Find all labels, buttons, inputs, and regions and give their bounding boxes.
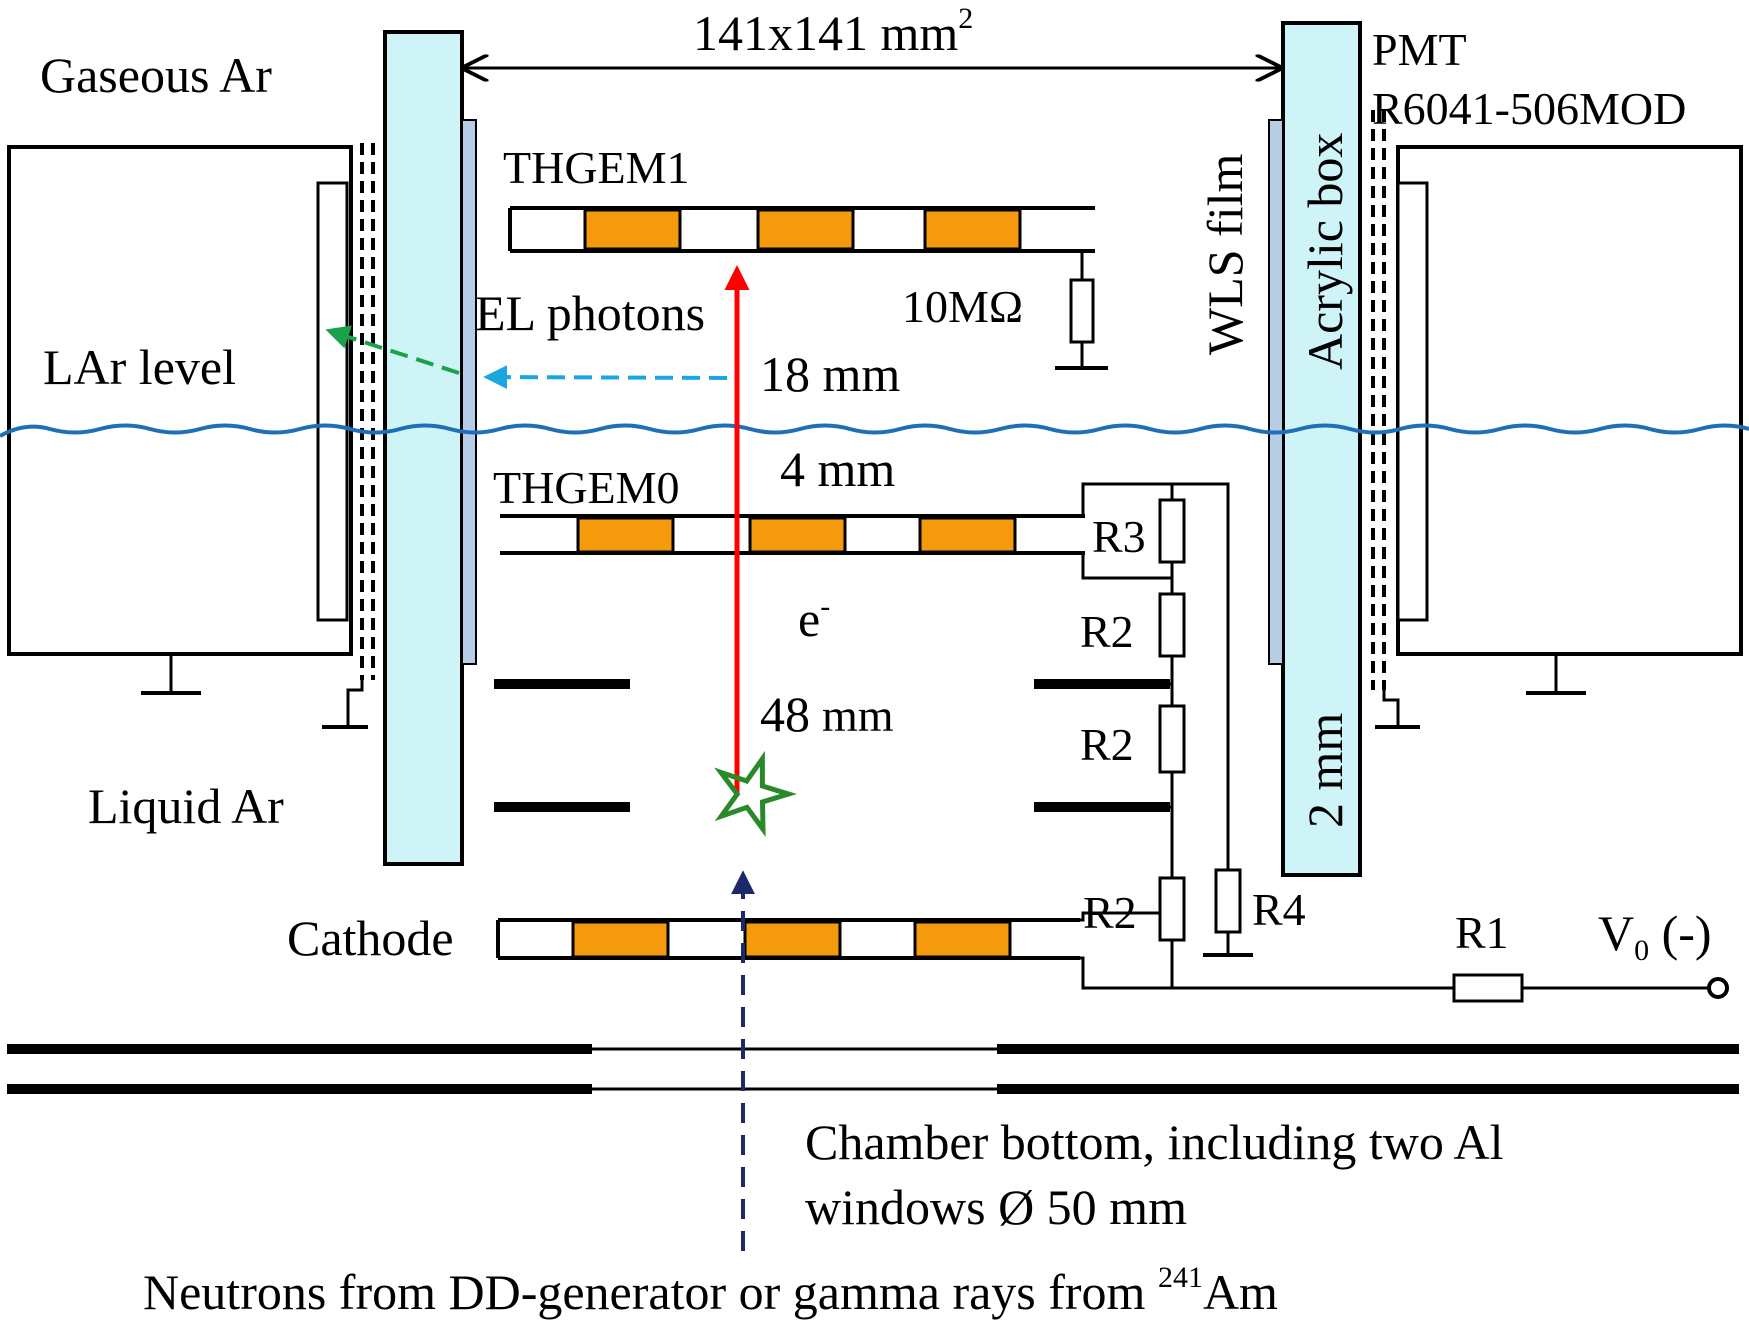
cathode-electrode [913, 920, 1012, 959]
label-thgem1: THGEM1 [503, 142, 690, 193]
label-lar-level: LAr level [43, 339, 236, 395]
label-r1: R1 [1455, 907, 1509, 958]
label-gap-18mm: 18 mm [760, 346, 900, 402]
resistor-r2-mid [1158, 704, 1186, 774]
right-grid-ground [1382, 690, 1400, 727]
left-pmt-body [7, 145, 353, 656]
wls-photon-arrow [325, 325, 460, 375]
cathode [496, 918, 1080, 960]
label-pmt-model: R6041-506MOD [1372, 83, 1686, 134]
resistor-r2-bottom [1158, 876, 1186, 942]
left-acrylic-wall [383, 30, 464, 866]
v0-terminal [1707, 977, 1729, 999]
thgem1-electrode [923, 208, 1022, 251]
right-wls-film [1268, 119, 1284, 665]
el-photon-arrow [483, 365, 728, 390]
label-10m-resistor: 10MΩ [902, 281, 1023, 332]
label-r4: R4 [1252, 884, 1306, 935]
left-wls-film [461, 119, 477, 665]
interaction-star [714, 750, 798, 838]
label-el-photons: EL photons [475, 285, 705, 341]
label-r3: R3 [1092, 511, 1146, 562]
thgem0-electrode [748, 516, 847, 554]
label-radiation-source: Neutrons from DD-generator or gamma rays… [143, 1261, 1278, 1320]
label-al-windows: windows Ø 50 mm [805, 1179, 1187, 1235]
liquid-level-line [0, 423, 1749, 438]
label-v0: V0 (-) [1598, 905, 1712, 967]
right-pmt [1371, 110, 1743, 729]
left-pmt [7, 143, 375, 729]
label-dimension: 141x141 mm2 [693, 2, 973, 61]
label-gaseous-ar: Gaseous Ar [40, 47, 272, 103]
label-chamber-bottom: Chamber bottom, including two Al [805, 1114, 1504, 1170]
thgem0-electrode [576, 516, 675, 554]
resistor-r2-top [1158, 592, 1186, 658]
voltage-divider [1080, 482, 1708, 990]
thgem1-electrode [583, 208, 682, 251]
label-r2-mid: R2 [1080, 719, 1134, 770]
label-acrylic-box: Acrylic box [1297, 133, 1353, 370]
thgem0 [500, 514, 1085, 555]
label-r2-top: R2 [1080, 606, 1134, 657]
resistor-r4 [1214, 868, 1242, 934]
cathode-electrode [743, 920, 842, 959]
chamber-bottom [7, 1044, 1739, 1094]
resistor-r1 [1452, 973, 1524, 1003]
thgem1-electrode [756, 208, 855, 251]
label-liquid-ar: Liquid Ar [88, 778, 284, 834]
label-r2-bottom: R2 [1083, 887, 1137, 938]
label-wls-film: WLS film [1197, 154, 1253, 355]
right-pmt-window [1396, 181, 1429, 622]
thgem0-electrode [918, 516, 1017, 554]
label-gap-4mm: 4 mm [780, 441, 895, 497]
resistor-10m [1055, 251, 1108, 370]
cathode-electrode [571, 920, 670, 959]
thgem1 [508, 206, 1095, 253]
label-electron: e- [798, 590, 830, 647]
label-thickness-2mm: 2 mm [1297, 713, 1353, 828]
resistor-r3 [1158, 498, 1186, 564]
left-grid-ground [346, 680, 364, 727]
label-thgem0: THGEM0 [493, 462, 680, 513]
left-pmt-window [316, 181, 349, 622]
label-cathode: Cathode [287, 910, 454, 966]
label-pmt: PMT [1372, 24, 1467, 75]
right-pmt-body [1396, 145, 1743, 656]
